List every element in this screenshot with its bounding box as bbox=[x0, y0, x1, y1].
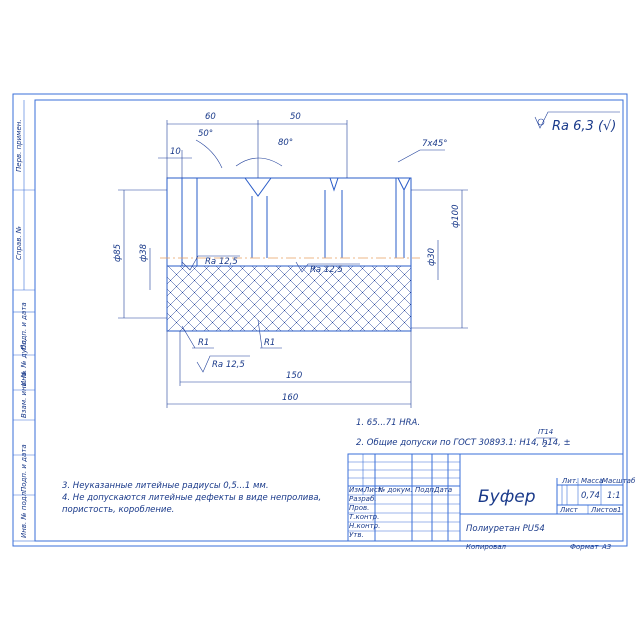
dim-10: 10 bbox=[170, 147, 181, 157]
part-body bbox=[166, 177, 412, 332]
dimension-texts: 60 50 10 50° 80° 7х45° ф85 ф38 ф30 ф100 … bbox=[113, 112, 461, 403]
note-2-denominator: 2 bbox=[543, 441, 548, 449]
note-1: 1. 65...71 HRA. bbox=[356, 418, 420, 428]
mass-label: Масса bbox=[581, 477, 603, 485]
sheets-value: 1 bbox=[617, 506, 621, 514]
dim-50: 50 bbox=[290, 112, 301, 122]
dia-100: ф100 bbox=[451, 205, 461, 229]
header-podp: Подп. bbox=[415, 486, 436, 494]
side-strip-labels: Перв. примен. Справ. № Подп. и дата Инв.… bbox=[15, 119, 28, 538]
sheets-label: Листов bbox=[590, 506, 617, 514]
note-2: 2. Общие допуски по ГОСТ 30893.1: H14, h… bbox=[356, 438, 571, 448]
part-name: Буфер bbox=[478, 487, 536, 507]
side-label: Инв. № дубл. bbox=[20, 338, 28, 386]
header-izm: Изм. bbox=[349, 486, 365, 494]
angle-50: 50° bbox=[198, 129, 213, 139]
title-block: Изм. Лист № докум. Подп. Дата Разраб. Пр… bbox=[347, 453, 636, 551]
roughness-label: Ra 12,5 bbox=[310, 265, 343, 275]
header-list: Лист bbox=[363, 486, 383, 494]
note-4-continued: пористость, коробление. bbox=[62, 505, 174, 515]
format-value: А3 bbox=[601, 543, 611, 551]
section-hatching bbox=[167, 266, 411, 331]
dia-85: ф85 bbox=[113, 244, 123, 262]
row-utv: Утв. bbox=[349, 531, 364, 539]
format-label: Формат bbox=[570, 543, 599, 551]
note-3: 3. Неуказанные литейные радиусы 0,5...1 … bbox=[62, 481, 269, 491]
radius-r1-center: R1 bbox=[264, 338, 275, 348]
angle-80: 80° bbox=[278, 138, 293, 148]
copied-label: Копировал bbox=[466, 543, 507, 551]
drawing-frame bbox=[34, 99, 624, 542]
dia-30: ф30 bbox=[427, 248, 437, 266]
side-label: Подп. и дата bbox=[20, 444, 28, 492]
side-label: Перв. примен. bbox=[15, 119, 23, 172]
roughness-label: Ra 12,5 bbox=[205, 257, 238, 267]
row-tkontr: Т.контр. bbox=[349, 513, 379, 521]
radius-r1-left: R1 bbox=[198, 338, 209, 348]
general-roughness-symbol: Ra 6,3 (√) bbox=[534, 111, 620, 134]
header-doc: № докум. bbox=[377, 486, 413, 494]
chamfer: 7х45° bbox=[422, 139, 448, 149]
side-label: Подп. и дата bbox=[20, 302, 28, 350]
row-razrab: Разраб. bbox=[349, 495, 377, 503]
side-label: Справ. № bbox=[15, 226, 23, 260]
dim-60: 60 bbox=[205, 112, 216, 122]
dim-150: 150 bbox=[286, 371, 302, 381]
mass-value: 0,74 bbox=[581, 491, 600, 501]
lit-label: Лит. bbox=[561, 477, 578, 485]
dimension-lines bbox=[118, 120, 468, 408]
dia-38: ф38 bbox=[139, 243, 149, 262]
side-label: Взам. инв. № bbox=[20, 370, 28, 418]
material: Полиуретан PU54 bbox=[466, 524, 545, 534]
row-nkontr: Н.контр. bbox=[349, 522, 380, 530]
scale-value: 1:1 bbox=[607, 491, 621, 501]
side-label: Инв. № подл. bbox=[20, 490, 28, 538]
sheet-border bbox=[12, 93, 628, 547]
sheet-label: Лист bbox=[559, 506, 579, 514]
general-roughness-text: Ra 6,3 (√) bbox=[552, 119, 616, 134]
scale-label: Масштаб bbox=[602, 477, 636, 485]
note-4: 4. Не допускаются литейные дефекты в вид… bbox=[62, 493, 321, 503]
side-strip bbox=[12, 311, 36, 542]
header-data: Дата bbox=[433, 486, 452, 494]
technical-requirements: 1. 65...71 HRA. 2. Общие допуски по ГОСТ… bbox=[62, 418, 571, 515]
dim-160: 160 bbox=[282, 393, 298, 403]
row-prov: Пров. bbox=[349, 504, 369, 512]
note-2-numerator: IT14 bbox=[538, 428, 553, 436]
roughness-label: Ra 12,5 bbox=[212, 360, 245, 370]
